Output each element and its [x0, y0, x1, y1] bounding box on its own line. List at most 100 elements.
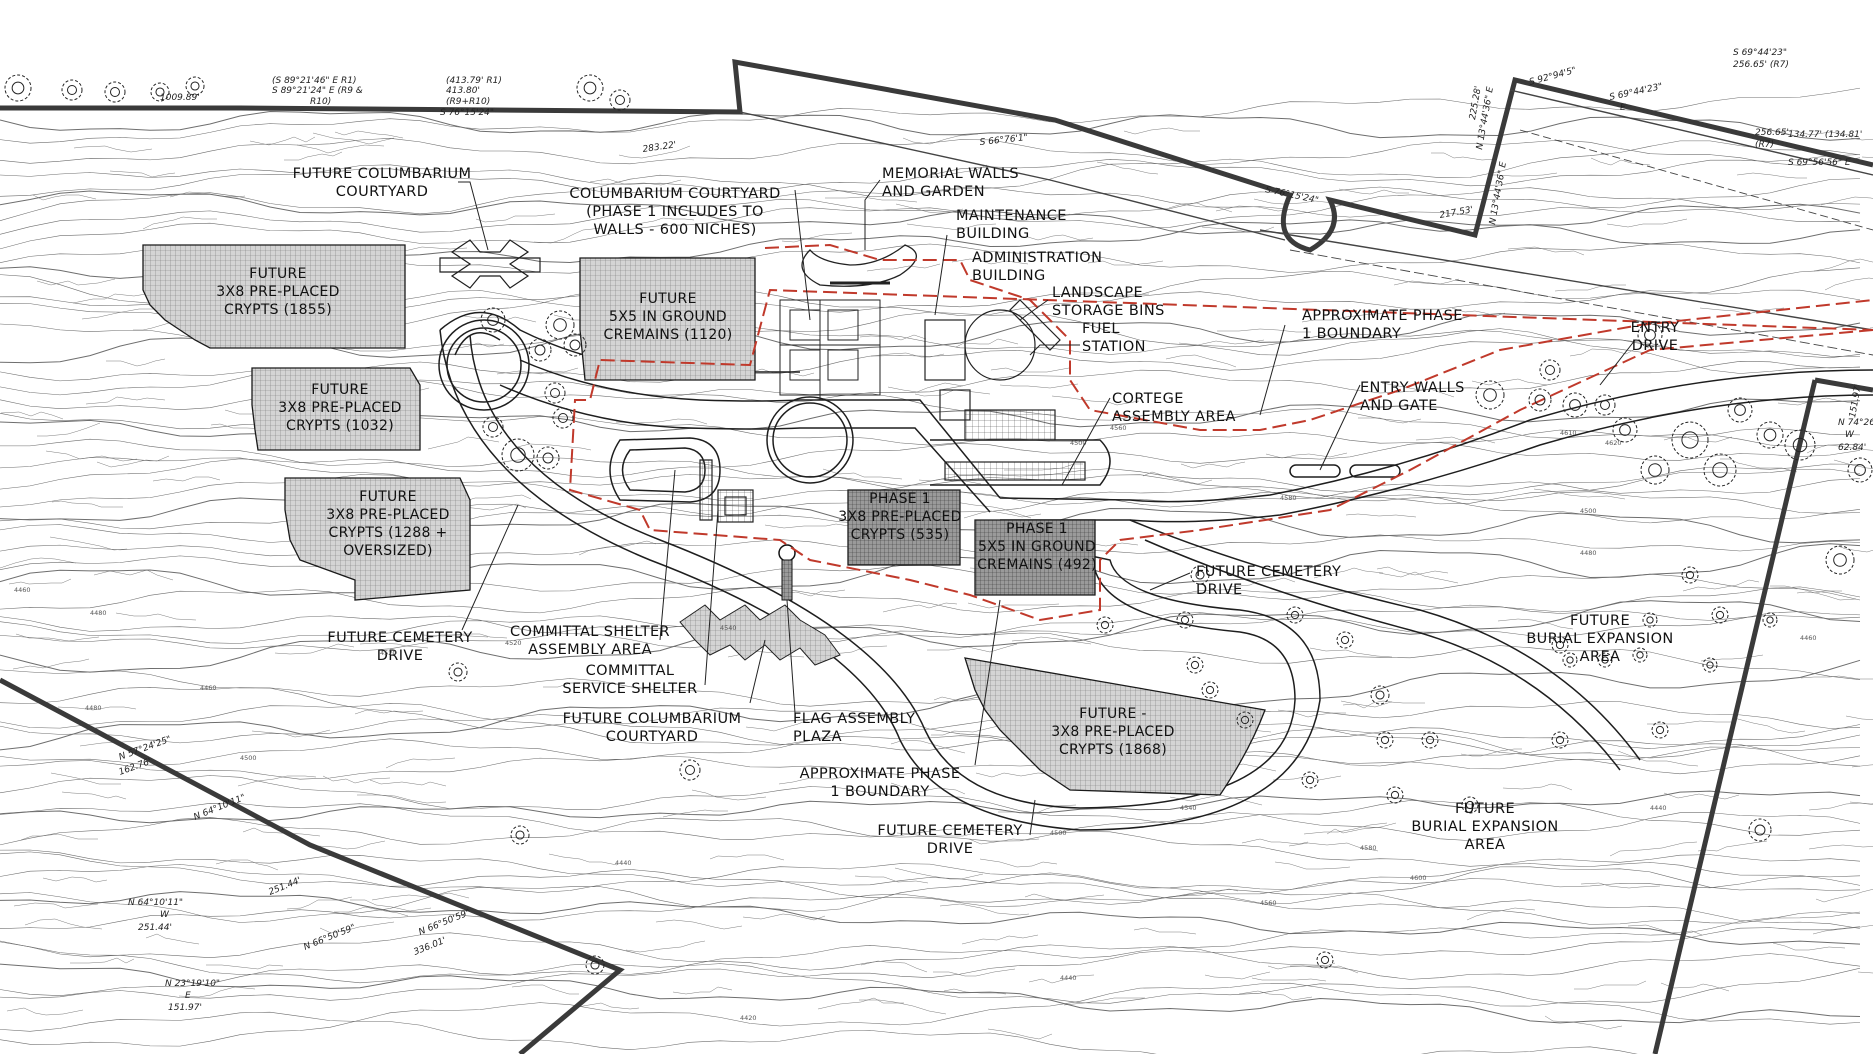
- contour-line: [655, 919, 743, 930]
- contour-line: [237, 775, 317, 787]
- crypts-1868-area: [964, 657, 1266, 796]
- contour-line: [1815, 889, 1873, 903]
- contour-line: [1133, 927, 1197, 935]
- contour-line: [322, 775, 391, 784]
- contour-line: [1466, 907, 1536, 921]
- tree-symbol: [1727, 397, 1753, 423]
- contour-line: [0, 926, 1861, 1001]
- tree-symbol: [1671, 421, 1709, 459]
- contour-line: [1770, 585, 1842, 594]
- contour-line: [1647, 720, 1735, 725]
- contour-line: [1303, 822, 1388, 835]
- contour-line: [57, 706, 137, 711]
- contour-line: [1663, 435, 1733, 443]
- contour-line: [825, 196, 918, 203]
- contour-line: [990, 367, 1070, 373]
- contour-line: [463, 315, 537, 323]
- tree-symbol: [679, 759, 701, 781]
- contour-line: [742, 913, 826, 921]
- bearing-label: N 64°10'11": [128, 898, 183, 908]
- contour-line: [1851, 764, 1873, 768]
- contour-line: [1820, 196, 1873, 206]
- tree-symbol: [1642, 612, 1658, 628]
- contour-line: [0, 963, 1861, 1024]
- tree-symbol: [1286, 606, 1304, 624]
- tree-symbol: [1703, 453, 1737, 487]
- contour-line: [0, 849, 1861, 929]
- contour-line: [1627, 924, 1703, 936]
- contour-line: [317, 840, 386, 850]
- tree-symbol: [1475, 380, 1505, 410]
- bearing-label: W: [1845, 430, 1855, 440]
- contour-line: [975, 772, 1054, 778]
- tree-symbol: [1461, 796, 1479, 814]
- bearing-label: (413.79' R1): [446, 76, 502, 86]
- contour-line: [511, 984, 579, 995]
- contour-line: [145, 933, 200, 945]
- contour-line: [1812, 925, 1873, 935]
- contour-line: [1178, 339, 1265, 346]
- tree-symbol: [1756, 421, 1784, 449]
- contour-line: [0, 891, 1861, 945]
- contour-elevation-label: 4440: [1060, 974, 1077, 982]
- tree-symbol: [1336, 631, 1354, 649]
- contour-line: [1251, 977, 1327, 982]
- contour-line: [0, 851, 1861, 925]
- phase1-crypts-area: [847, 489, 961, 566]
- bearing-label: 1009.89': [160, 93, 200, 103]
- contour-line: [115, 612, 197, 621]
- contour-line: [1806, 444, 1873, 454]
- bearing-label: 336.01': [412, 936, 447, 958]
- contour-line: [781, 232, 853, 243]
- contour-line: [1313, 567, 1384, 579]
- contour-line: [625, 940, 706, 953]
- contour-elevation-label: 4460: [200, 684, 217, 692]
- contour-line: [37, 422, 101, 437]
- contour-elevation-label: 4520: [505, 639, 522, 647]
- contour-elevation-label: 4500: [240, 754, 257, 762]
- tree-symbol: [544, 382, 566, 404]
- contour-line: [0, 703, 1861, 767]
- contour-elevation-label: 4560: [1260, 899, 1277, 907]
- contour-line: [955, 338, 1019, 348]
- contour-line: [999, 383, 1079, 389]
- contour-line: [0, 600, 1861, 673]
- bearing-label: 62.84': [1838, 443, 1866, 453]
- contour-line: [1733, 717, 1806, 734]
- contour-line: [1777, 397, 1858, 406]
- contour-line: [427, 436, 500, 450]
- contour-line: [249, 136, 316, 146]
- contour-line: [672, 986, 733, 995]
- contour-line: [1358, 417, 1422, 424]
- leader-lines: [458, 179, 1636, 836]
- tree-symbol: [4, 74, 32, 102]
- contour-line: [1808, 844, 1873, 850]
- contour-line: [894, 867, 984, 880]
- future-columbarium-bottom-shape: [679, 604, 841, 666]
- contour-line: [15, 633, 100, 642]
- contour-line: [516, 443, 592, 451]
- contour-line: [951, 258, 1029, 265]
- property-boundary: [0, 58, 1873, 1054]
- contour-line: [931, 723, 1008, 736]
- contour-line: [45, 450, 138, 462]
- contour-line: [152, 476, 221, 482]
- tree-symbol: [609, 89, 631, 111]
- contour-line: [13, 902, 99, 909]
- contour-elevation-label: 4420: [740, 1014, 757, 1022]
- contour-elevation-labels: 4460448044804460450045204520454045604580…: [14, 424, 1817, 1022]
- contour-line: [6, 1007, 84, 1016]
- tree-symbol: [185, 76, 205, 96]
- tree-symbol: [104, 81, 126, 103]
- contour-line: [859, 999, 947, 1015]
- contour-line: [0, 615, 1861, 680]
- committal-shelter-shape: [699, 459, 754, 523]
